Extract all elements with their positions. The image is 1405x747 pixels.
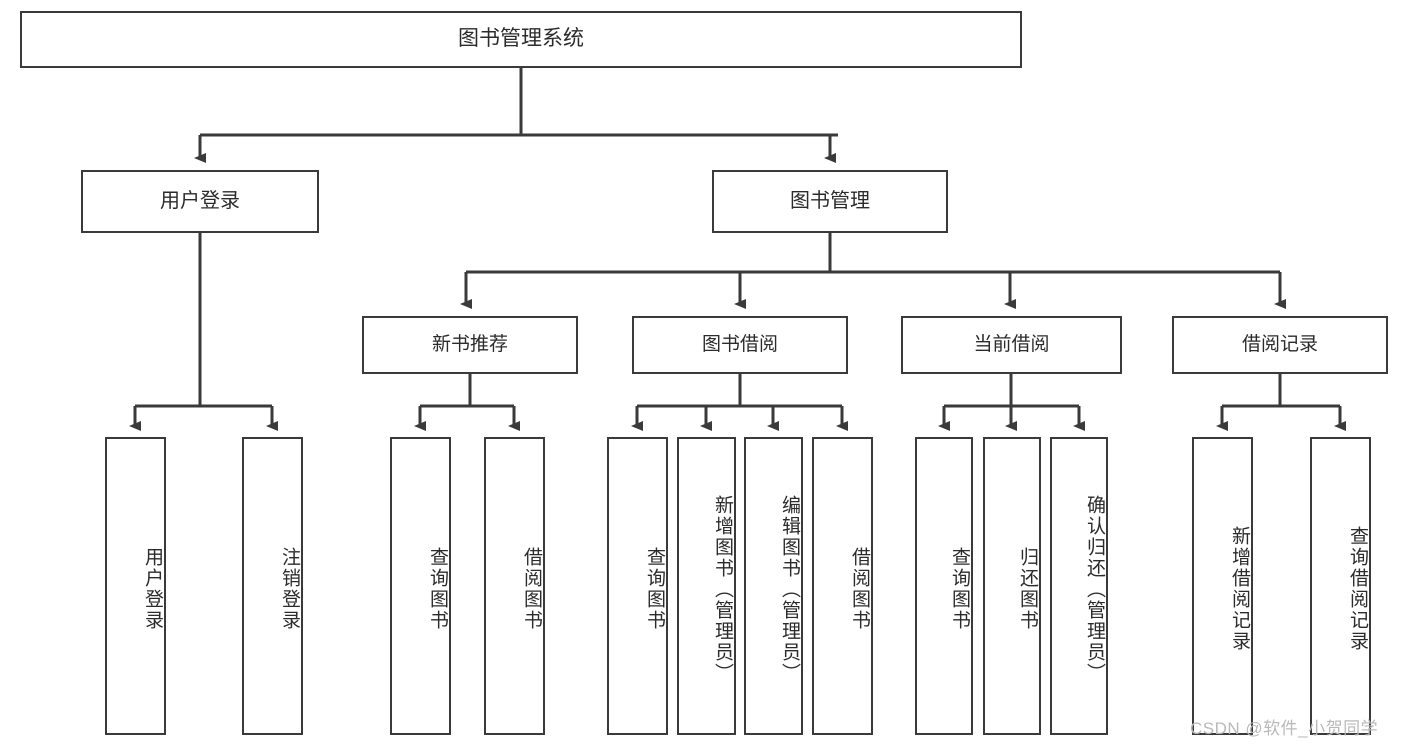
node-leaf-user-login-label: 用户登录 — [142, 547, 163, 631]
node-current-borrow-label: 当前借阅 — [973, 334, 1050, 356]
node-borrow-record-label: 借阅记录 — [1241, 334, 1318, 356]
node-borrow-record[interactable]: 借阅记录 — [1172, 316, 1388, 374]
node-leaf-add-record-label: 新增借阅记录 — [1229, 526, 1250, 652]
node-leaf-query-book-1[interactable]: 查询图书 — [390, 437, 451, 735]
node-current-borrow[interactable]: 当前借阅 — [901, 316, 1122, 374]
node-book-borrow-label: 图书借阅 — [701, 334, 778, 356]
node-leaf-borrow-book-2-label: 借阅图书 — [849, 547, 870, 631]
node-leaf-return-book[interactable]: 归还图书 — [983, 437, 1041, 735]
watermark: CSDN @软件_小贺同学 — [1190, 719, 1379, 738]
node-leaf-borrow-book-1[interactable]: 借阅图书 — [484, 437, 545, 735]
node-leaf-edit-book-label: 编辑图书（管理员） — [779, 494, 800, 684]
node-leaf-add-record[interactable]: 新增借阅记录 — [1192, 437, 1253, 735]
node-book-borrow[interactable]: 图书借阅 — [632, 316, 848, 374]
node-book-manage[interactable]: 图书管理 — [712, 170, 948, 233]
node-leaf-confirm-return-label: 确认归还（管理员） — [1084, 494, 1105, 684]
node-leaf-query-book-1-label: 查询图书 — [427, 547, 448, 631]
node-leaf-query-record-label: 查询借阅记录 — [1347, 526, 1368, 652]
node-leaf-edit-book[interactable]: 编辑图书（管理员） — [744, 437, 803, 735]
node-book-manage-label: 图书管理 — [790, 190, 870, 212]
node-leaf-query-record[interactable]: 查询借阅记录 — [1310, 437, 1371, 735]
node-leaf-confirm-return[interactable]: 确认归还（管理员） — [1050, 437, 1108, 735]
node-leaf-logout[interactable]: 注销登录 — [242, 437, 303, 735]
node-user-login-label: 用户登录 — [160, 190, 240, 212]
node-leaf-return-book-label: 归还图书 — [1017, 547, 1038, 631]
node-leaf-query-book-2[interactable]: 查询图书 — [607, 437, 668, 735]
node-root-label: 图书管理系统 — [458, 27, 584, 51]
node-leaf-query-book-3-label: 查询图书 — [949, 547, 970, 631]
node-leaf-logout-label: 注销登录 — [279, 547, 300, 631]
node-leaf-user-login[interactable]: 用户登录 — [105, 437, 166, 735]
node-new-book-rec[interactable]: 新书推荐 — [362, 316, 578, 374]
node-leaf-borrow-book-2[interactable]: 借阅图书 — [812, 437, 873, 735]
node-user-login[interactable]: 用户登录 — [81, 170, 319, 233]
node-leaf-query-book-2-label: 查询图书 — [644, 547, 665, 631]
node-root[interactable]: 图书管理系统 — [20, 11, 1022, 68]
node-leaf-add-book[interactable]: 新增图书（管理员） — [677, 437, 736, 735]
node-leaf-add-book-label: 新增图书（管理员） — [712, 494, 733, 684]
node-new-book-rec-label: 新书推荐 — [431, 334, 508, 356]
node-leaf-borrow-book-1-label: 借阅图书 — [521, 547, 542, 631]
node-leaf-query-book-3[interactable]: 查询图书 — [915, 437, 973, 735]
